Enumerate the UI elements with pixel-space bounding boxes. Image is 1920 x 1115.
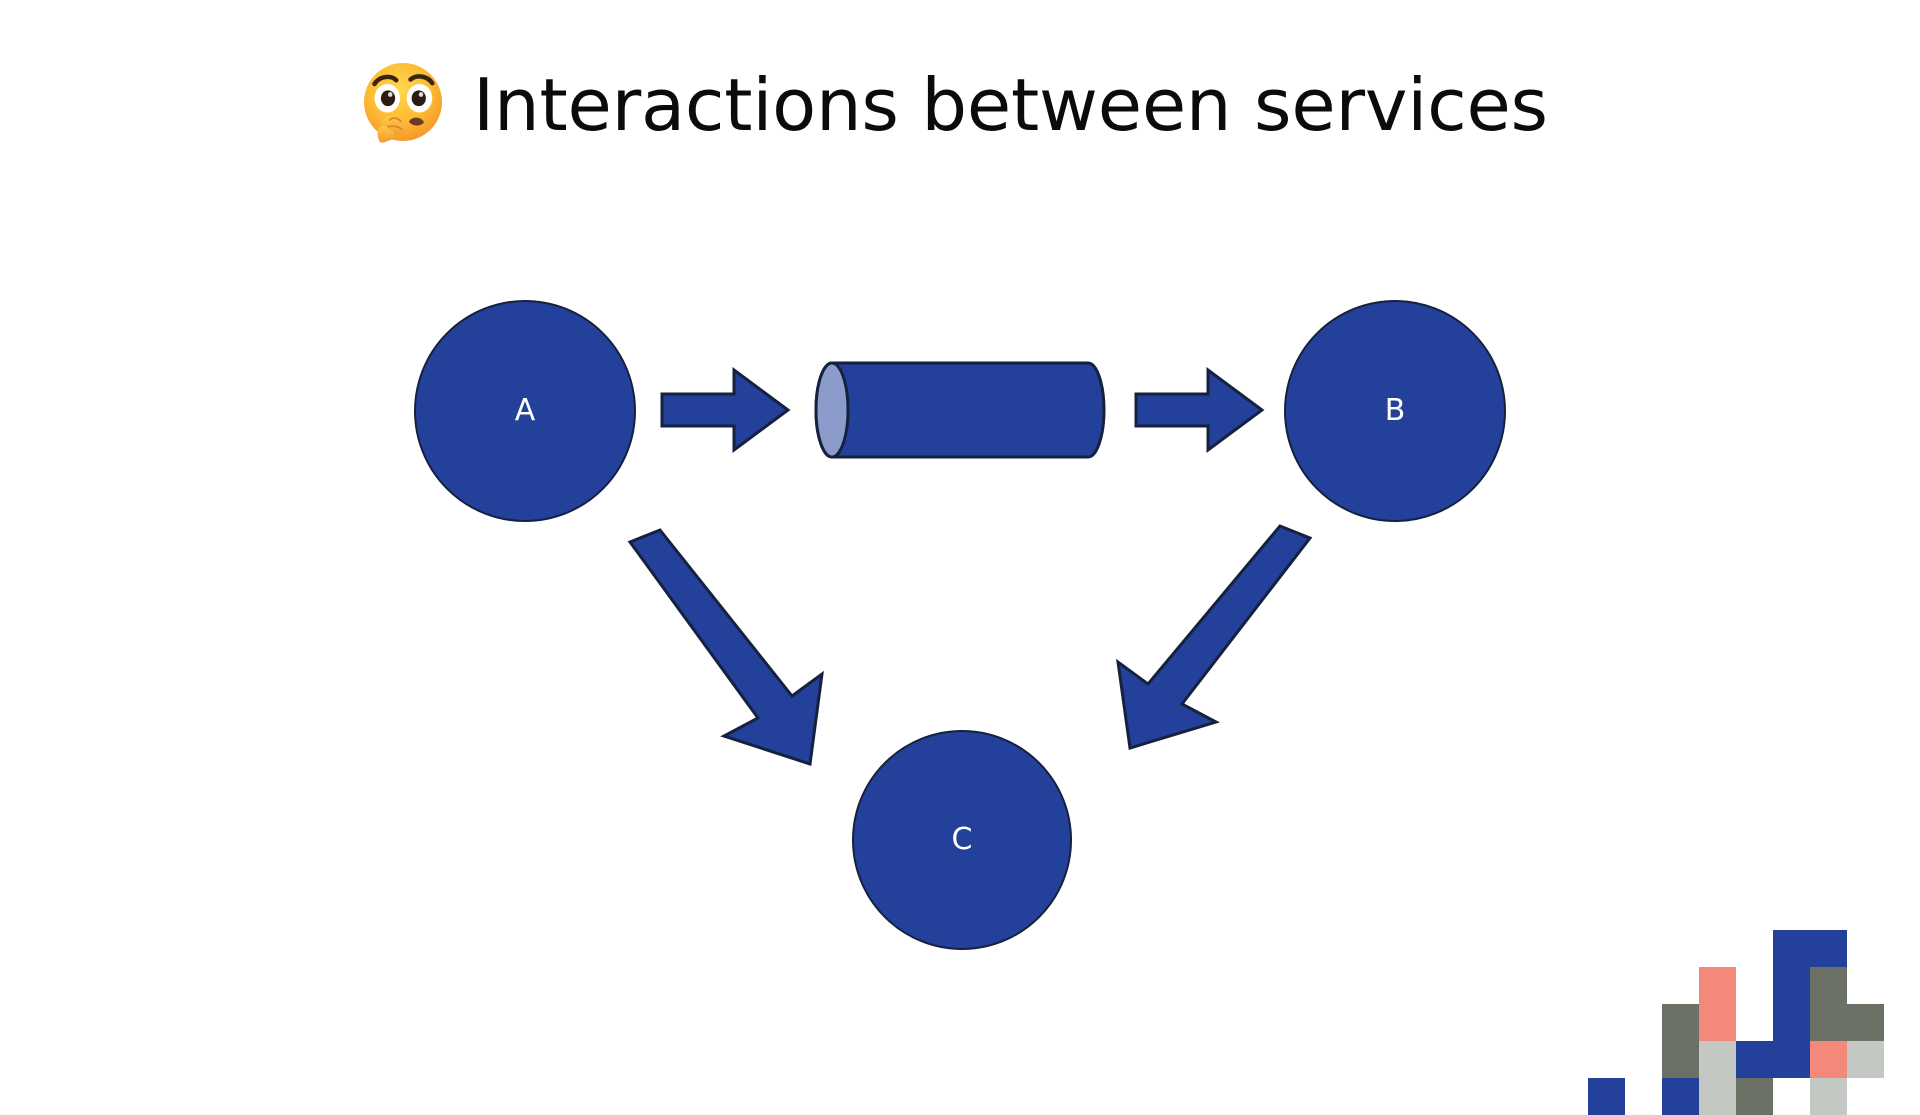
pixel-cell <box>1773 1041 1810 1078</box>
arrow-a-to-c <box>627 528 824 766</box>
page-title-text: Interactions between services <box>473 63 1548 147</box>
service-interaction-diagram: A B C <box>414 300 1506 950</box>
arrow-b-to-c <box>1116 524 1313 750</box>
message-queue-cylinder[interactable] <box>814 360 1106 460</box>
pixel-cell <box>1810 1078 1847 1115</box>
pixel-mosaic-decoration <box>1588 930 1920 1115</box>
pixel-cell <box>1847 1004 1884 1041</box>
arrow-a-to-queue <box>660 367 791 453</box>
pixel-cell <box>1773 1004 1810 1041</box>
pixel-cell <box>1773 930 1810 967</box>
service-node-b-label: B <box>1384 393 1406 428</box>
service-node-a-label: A <box>514 393 536 428</box>
pixel-cell <box>1699 967 1736 1004</box>
pixel-cell <box>1699 1078 1736 1115</box>
pixel-cell <box>1810 1004 1847 1041</box>
pixel-cell <box>1699 1004 1736 1041</box>
page-title: Interactions between services <box>355 50 1548 160</box>
pixel-cell <box>1847 1041 1884 1078</box>
pixel-cell <box>1736 1041 1773 1078</box>
pixel-cell <box>1810 967 1847 1004</box>
arrow-queue-to-b <box>1134 367 1265 453</box>
pixel-cell <box>1736 1078 1773 1115</box>
pixel-cell <box>1810 1041 1847 1078</box>
service-node-c-label: C <box>951 822 973 857</box>
service-node-b[interactable]: B <box>1284 300 1506 522</box>
pixel-cell <box>1699 1041 1736 1078</box>
pixel-cell <box>1662 1041 1699 1078</box>
pixel-cell <box>1588 1078 1625 1115</box>
pixel-cell <box>1810 930 1847 967</box>
service-node-a[interactable]: A <box>414 300 636 522</box>
face-with-peeking-eye-emoji <box>364 63 442 143</box>
pixel-cell <box>1662 1078 1699 1115</box>
pixel-cell <box>1662 1004 1699 1041</box>
service-node-c[interactable]: C <box>852 730 1072 950</box>
pixel-cell <box>1773 967 1810 1004</box>
